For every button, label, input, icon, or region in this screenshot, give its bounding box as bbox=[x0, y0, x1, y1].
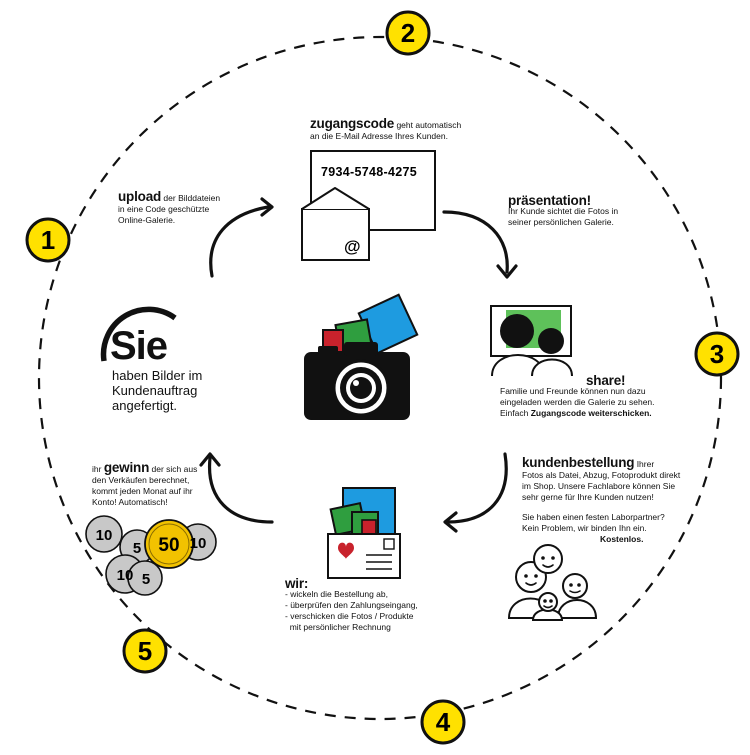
zugangscode-title: zugangscode bbox=[310, 116, 395, 131]
gewinn-title: gewinn bbox=[103, 460, 150, 475]
coin-label-10-a: 10 bbox=[96, 527, 113, 544]
coin-label-10-c: 10 bbox=[117, 567, 134, 584]
step-badge-3: 3 bbox=[694, 331, 740, 377]
arrow-profit-head bbox=[199, 452, 221, 467]
kundenbestellung-title: kundenbestellung bbox=[522, 455, 635, 470]
share-text: share! Familie und Freunde können nun da… bbox=[500, 373, 700, 419]
coin-label-10-b: 10 bbox=[190, 535, 207, 552]
coin-label-5-b: 5 bbox=[142, 571, 150, 588]
parcel-icon bbox=[327, 487, 401, 579]
arrow-order bbox=[446, 452, 508, 524]
step-number-3: 3 bbox=[710, 339, 724, 369]
arrow-profit bbox=[207, 456, 274, 524]
step-number-2: 2 bbox=[401, 18, 415, 48]
arrow-presentation bbox=[442, 210, 509, 274]
wir-title: wir: bbox=[285, 576, 309, 591]
sie-arc bbox=[100, 306, 177, 362]
upload-text: upload der Bilddateien in eine Code gesc… bbox=[118, 189, 221, 225]
coin-50 bbox=[144, 519, 194, 569]
sie-title: Sie bbox=[110, 324, 168, 368]
arrow-upload bbox=[209, 205, 270, 278]
arrow-presentation-head bbox=[496, 264, 518, 279]
wir-text: wir: - wickeln die Bestellung ab, - über… bbox=[285, 576, 455, 633]
coins-icon: 10 5 10 50 10 5 bbox=[85, 515, 217, 596]
step-badge-1: 1 bbox=[25, 217, 71, 263]
step-badge-5: 5 bbox=[122, 628, 168, 674]
access-code: 7934-5748-4275 bbox=[321, 165, 417, 179]
coin-label-5-a: 5 bbox=[133, 540, 141, 557]
arrow-order-head bbox=[443, 511, 458, 533]
step-number-4: 4 bbox=[436, 707, 451, 737]
step-badge-2: 2 bbox=[385, 10, 431, 56]
cycle-ring bbox=[37, 35, 723, 721]
email-code-card: 7934-5748-4275 @ bbox=[301, 150, 436, 261]
zugangscode-text: zugangscode geht automatisch an die E-Ma… bbox=[310, 116, 462, 141]
arrow-upload-head bbox=[260, 197, 274, 217]
upload-title: upload bbox=[118, 189, 162, 204]
gewinn-text: ihr gewinn der sich aus den Verkäufen be… bbox=[92, 460, 198, 507]
presentation-screen-icon bbox=[490, 305, 573, 377]
share-title: share! bbox=[586, 373, 626, 388]
camera-icon bbox=[304, 293, 419, 420]
step-badge-4: 4 bbox=[420, 699, 466, 745]
praesentation-title: präsentation! bbox=[508, 193, 591, 208]
kundenbestellung-text: kundenbestellung Ihrer Fotos als Datei, … bbox=[522, 455, 722, 545]
step-number-1: 1 bbox=[41, 225, 55, 255]
family-icon bbox=[507, 544, 598, 621]
family-faces bbox=[524, 556, 581, 609]
sie-description: haben Bilder im Kundenauftrag angefertig… bbox=[112, 368, 203, 413]
coin-5-b bbox=[127, 560, 163, 596]
coin-label-50: 50 bbox=[158, 535, 179, 556]
coin-10-a bbox=[85, 515, 123, 553]
kostenlos-label: Kostenlos. bbox=[600, 534, 644, 544]
at-icon: @ bbox=[344, 237, 361, 256]
step-number-5: 5 bbox=[138, 636, 152, 666]
praesentation-text: präsentation! Ihr Kunde sichtet die Foto… bbox=[508, 193, 668, 228]
